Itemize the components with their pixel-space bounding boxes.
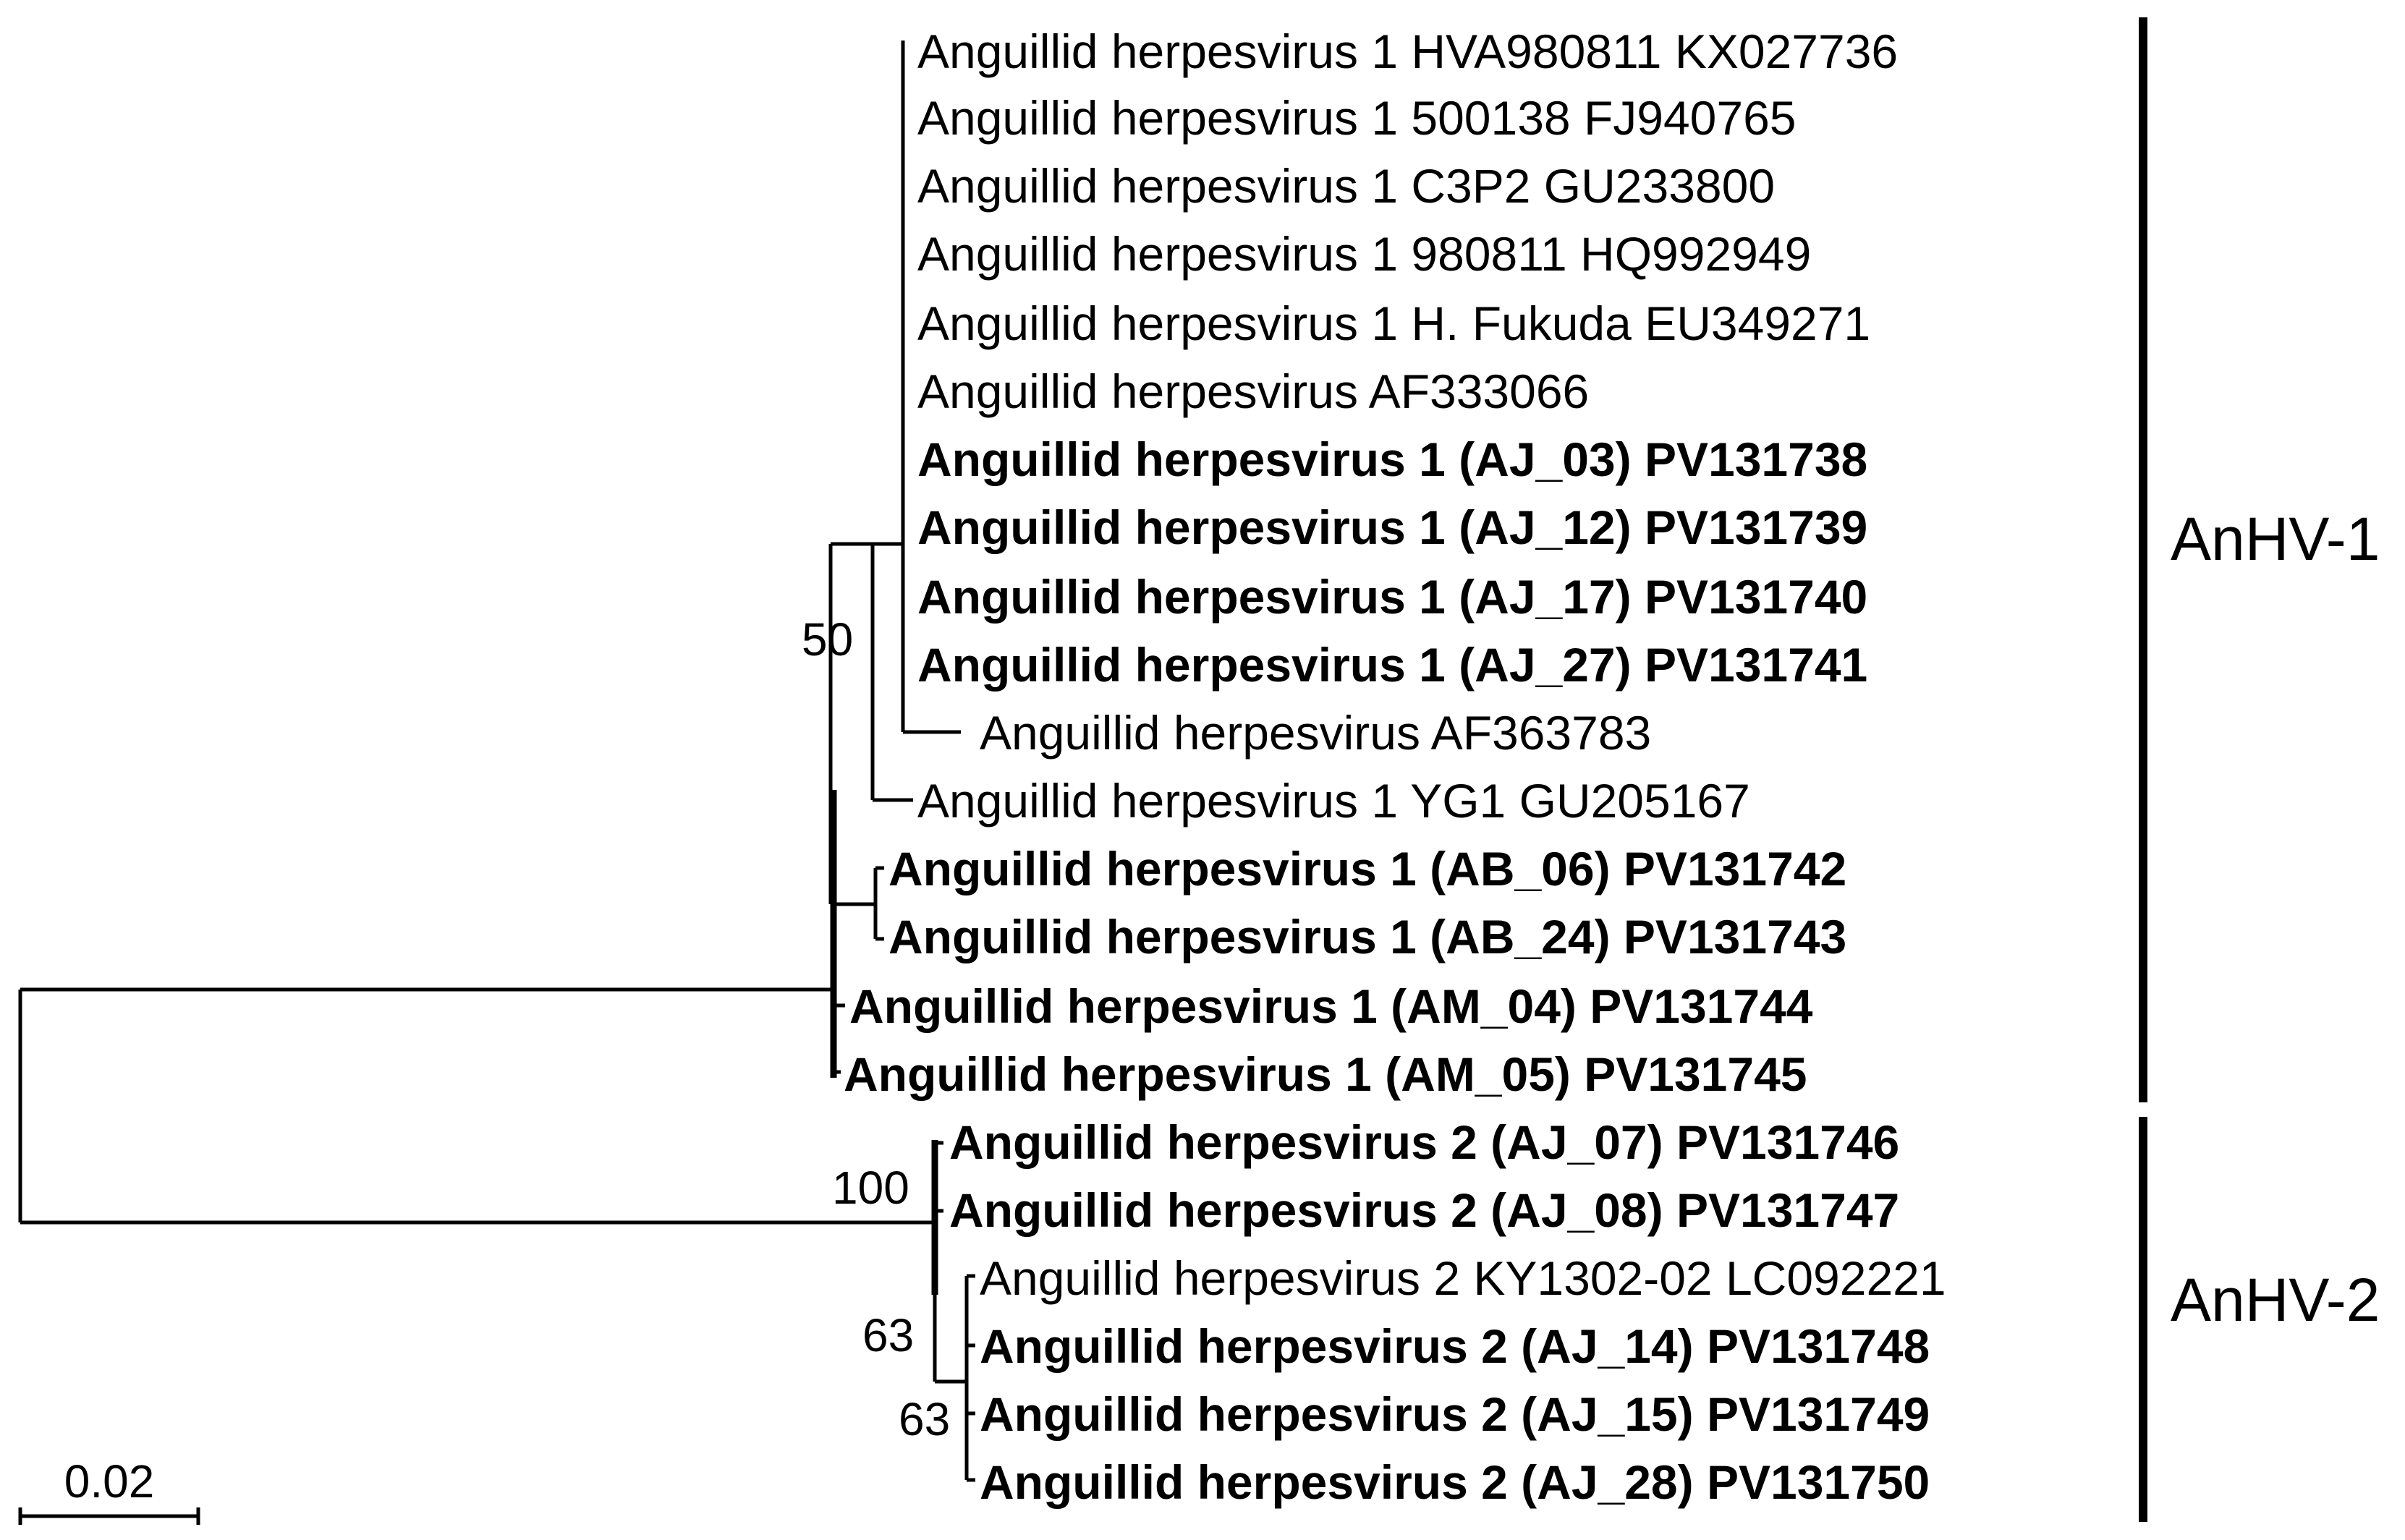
taxon-label: Anguillid herpesvirus 1 500138 FJ940765 <box>917 91 1797 145</box>
clade-annotations: AnHV-1 AnHV-2 <box>2139 17 2380 1522</box>
tree-branches <box>18 41 975 1482</box>
taxon-label: Anguillid herpesvirus 1 (AB_24) PV131743 <box>888 910 1846 963</box>
taxon-label: Anguillid herpesvirus 2 (AJ_14) PV131748 <box>980 1319 1930 1373</box>
taxon-label: Anguillid herpesvirus 1 (AJ_27) PV131741 <box>917 638 1867 692</box>
taxon-label: Anguillid herpesvirus 2 (AJ_15) PV131749 <box>980 1387 1930 1441</box>
bootstrap-value: 50 <box>802 613 853 665</box>
taxon-label: Anguillid herpesvirus 2 (AJ_07) PV131746 <box>949 1115 1899 1169</box>
taxon-label: Anguillid herpesvirus 1 (AB_06) PV131742 <box>888 842 1846 896</box>
taxon-label: Anguillid herpesvirus 1 (AJ_03) PV131738 <box>917 433 1867 486</box>
bootstrap-value: 63 <box>862 1309 914 1361</box>
taxon-label: Anguillid herpesvirus 1 C3P2 GU233800 <box>917 159 1775 213</box>
taxon-label: Anguillid herpesvirus 2 (AJ_28) PV131750 <box>980 1455 1930 1509</box>
scale-bar-label: 0.02 <box>64 1455 155 1507</box>
taxon-label: Anguillid herpesvirus 1 H. Fukuda EU3492… <box>917 297 1870 350</box>
taxon-label: Anguillid herpesvirus 1 980811 HQ992949 <box>917 227 1811 281</box>
bootstrap-value: 63 <box>899 1393 950 1445</box>
taxon-label: Anguillid herpesvirus 2 KY1302-02 LC0922… <box>980 1251 1946 1305</box>
taxon-label: Anguillid herpesvirus 1 HVA980811 KX0277… <box>917 25 1898 78</box>
taxon-label: Anguillid herpesvirus 1 (AJ_17) PV131740 <box>917 570 1867 624</box>
taxon-label: Anguillid herpesvirus AF333066 <box>917 365 1589 418</box>
clade-label-anhv2: AnHV-2 <box>2171 1266 2380 1334</box>
taxon-label: Anguillid herpesvirus AF363783 <box>980 706 1651 760</box>
taxon-label: Anguillid herpesvirus 1 YG1 GU205167 <box>917 774 1750 828</box>
support-values: 50 100 63 63 <box>802 613 950 1445</box>
bootstrap-value: 100 <box>832 1162 909 1214</box>
scale-bar: 0.02 <box>18 1455 200 1525</box>
clade-label-anhv1: AnHV-1 <box>2171 505 2380 573</box>
taxon-label: Anguillid herpesvirus 1 (AM_05) PV131745 <box>844 1047 1807 1101</box>
taxon-label: Anguillid herpesvirus 2 (AJ_08) PV131747 <box>949 1183 1899 1237</box>
taxon-label: Anguillid herpesvirus 1 (AJ_12) PV131739 <box>917 501 1867 554</box>
taxon-labels: Anguillid herpesvirus 1 HVA980811 KX0277… <box>844 25 1946 1509</box>
taxon-label: Anguillid herpesvirus 1 (AM_04) PV131744 <box>849 979 1813 1033</box>
